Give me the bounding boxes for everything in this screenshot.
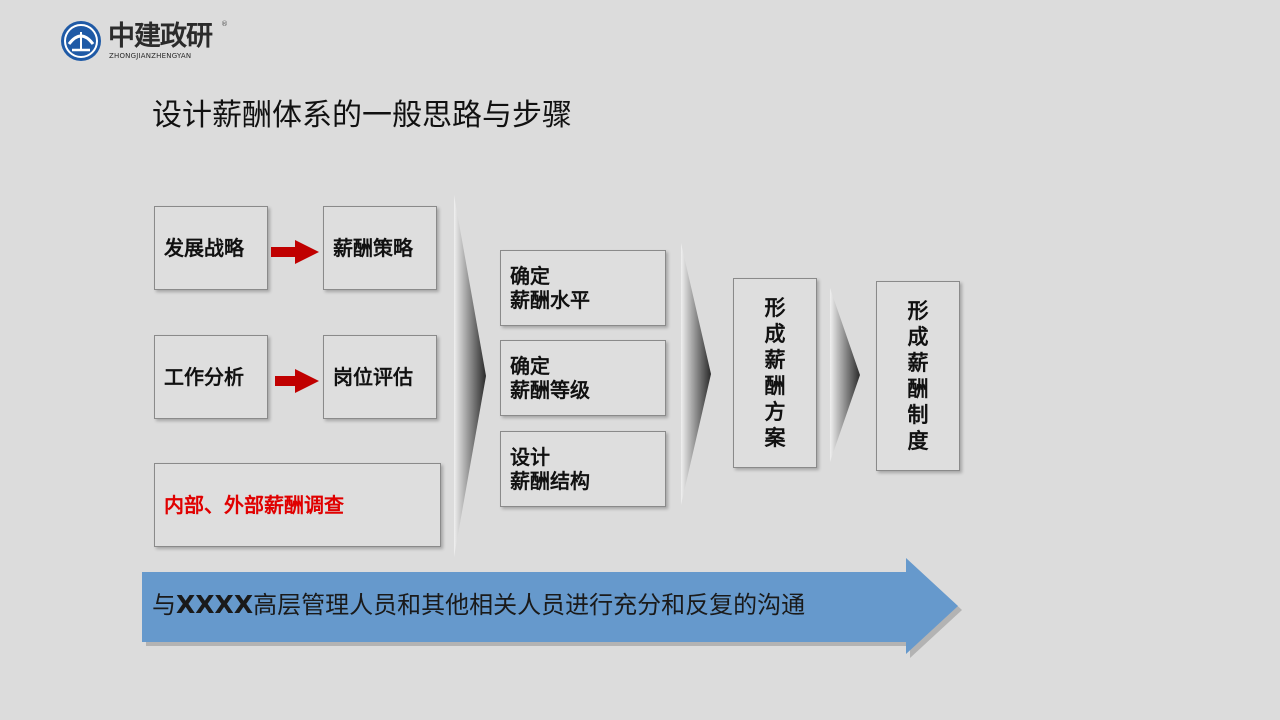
box-label: 形成薪酬制度 [907, 299, 929, 453]
communication-text: 与XXXX高层管理人员和其他相关人员进行充分和反复的沟通 [152, 590, 852, 620]
box-pay-structure: 设计 薪酬结构 [500, 431, 666, 507]
box-pay-level: 确定 薪酬水平 [500, 250, 666, 326]
comm-company: XXXX [176, 590, 254, 619]
red-arrow-icon [275, 369, 319, 393]
box-label: 形成薪酬方案 [764, 296, 786, 450]
company-logo: 中建政研 ZHONGJIANZHENGYAN ® [60, 20, 230, 64]
box-job-evaluation: 岗位评估 [323, 335, 437, 419]
box-pay-plan: 形成薪酬方案 [733, 278, 817, 468]
comm-prefix: 与 [152, 591, 176, 619]
box-pay-survey: 内部、外部薪酬调查 [154, 463, 441, 547]
comm-rest: 高层管理人员和其他相关人员进行充分和反复的沟通 [253, 591, 806, 619]
logo-emblem-icon [61, 21, 101, 61]
box-label: 岗位评估 [333, 365, 413, 389]
chevron-right-icon [454, 195, 486, 557]
logo-registered-mark: ® [221, 20, 228, 28]
box-label: 设计 薪酬结构 [510, 445, 590, 493]
box-label: 内部、外部薪酬调查 [164, 493, 344, 517]
box-development-strategy: 发展战略 [154, 206, 268, 290]
logo-pinyin: ZHONGJIANZHENGYAN [109, 52, 192, 60]
box-job-analysis: 工作分析 [154, 335, 268, 419]
box-label: 工作分析 [164, 365, 244, 389]
page-title: 设计薪酬体系的一般思路与步骤 [152, 98, 572, 133]
box-label: 确定 薪酬等级 [510, 354, 590, 402]
box-label: 确定 薪酬水平 [510, 264, 590, 312]
logo-name: 中建政研 [108, 21, 213, 52]
red-arrow-icon [271, 240, 319, 264]
chevron-right-icon [681, 243, 711, 505]
box-pay-strategy: 薪酬策略 [323, 206, 437, 290]
box-pay-grade: 确定 薪酬等级 [500, 340, 666, 416]
chevron-right-icon [830, 288, 860, 462]
box-label: 薪酬策略 [333, 236, 413, 260]
box-label: 发展战略 [164, 236, 244, 260]
box-pay-system: 形成薪酬制度 [876, 281, 960, 471]
communication-arrow [142, 558, 962, 658]
